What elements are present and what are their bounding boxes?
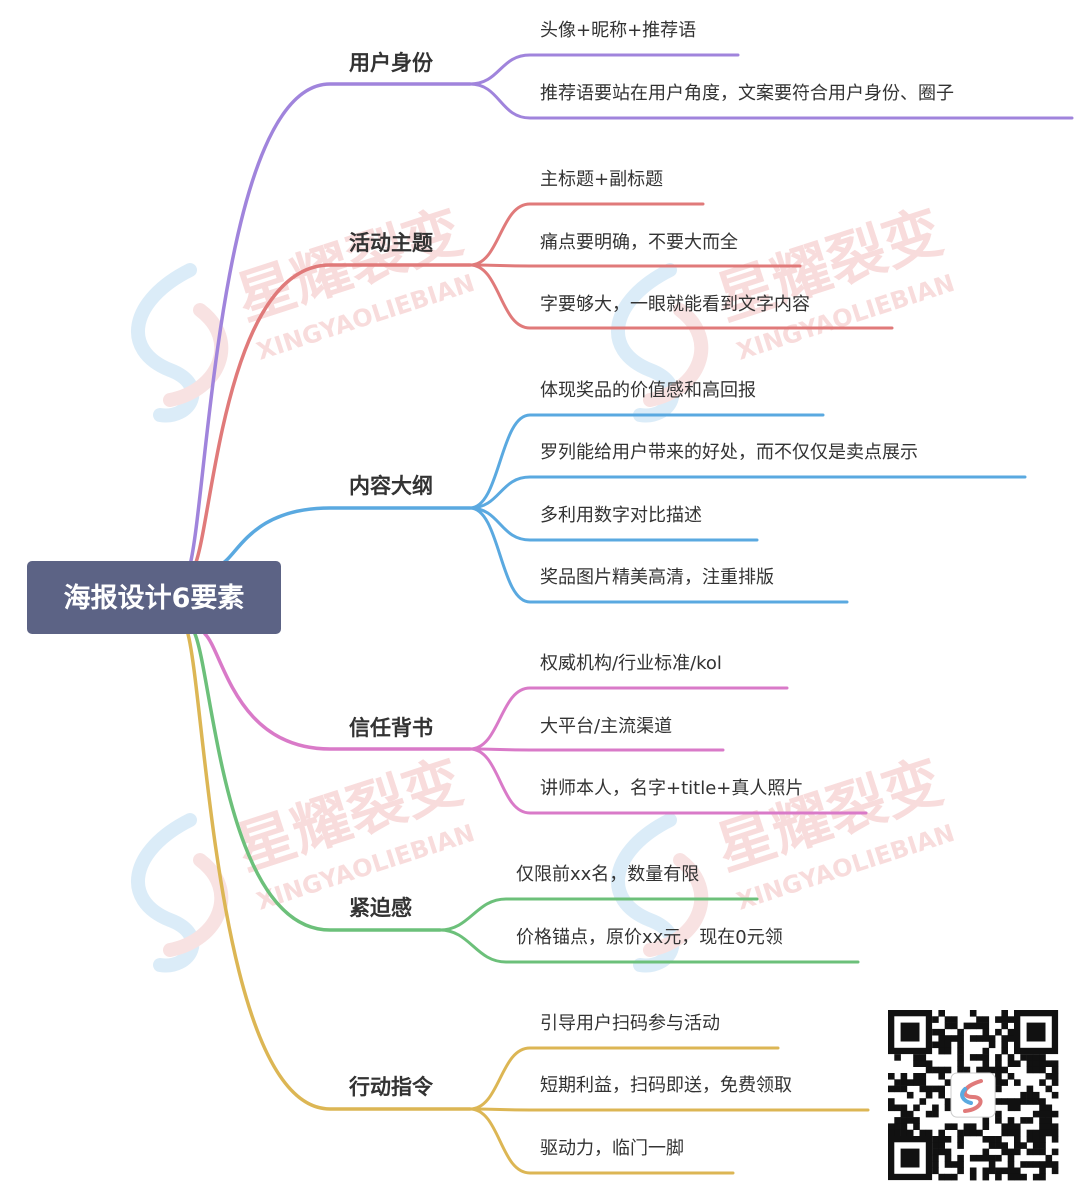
leaf-label: 驱动力，临门一脚 (540, 1138, 684, 1159)
branch-label: 紧迫感 (349, 896, 412, 920)
leaf-connector (468, 1107, 735, 1175)
leaf-label: 头像+昵称+推荐语 (540, 20, 696, 41)
branch-label: 活动主题 (349, 231, 434, 255)
leaf-connector (468, 1107, 870, 1112)
leaf-label: 推荐语要站在用户角度，文案要符合用户身份、圈子 (540, 83, 954, 104)
qr-code-icon (884, 1006, 1063, 1185)
leaf-connector (468, 202, 705, 267)
leaf-connector (468, 506, 759, 542)
leaf-label: 讲师本人，名字+title+真人照片 (540, 778, 803, 799)
leaf-connector (468, 506, 849, 604)
branch-connector (203, 632, 472, 751)
leaf-label: 价格锚点，原价xx元，现在0元领 (516, 927, 783, 948)
branch-connector (188, 82, 472, 567)
leaf-connector (468, 263, 894, 330)
branch-label: 用户身份 (349, 51, 434, 75)
leaf-connector (468, 747, 725, 752)
leaf-label: 多利用数字对比描述 (540, 505, 702, 526)
branch-content-outline: 内容大纲 体现奖品的价值感和高回报 罗列能给用户带来的好处，而不仅仅是卖点展示 … (349, 380, 918, 588)
leaf-label: 短期利益，扫码即送，免费领取 (540, 1075, 792, 1096)
leaf-label: 引导用户扫码参与活动 (540, 1013, 720, 1034)
root-node: 海报设计6要素 (27, 561, 281, 634)
leaf-connector (438, 928, 860, 964)
leaf-connector (468, 53, 740, 86)
leaf-connector (438, 897, 759, 932)
leaf-connector (468, 263, 802, 268)
leaf-label: 痛点要明确，不要大而全 (540, 232, 738, 253)
leaf-label: 仅限前xx名，数量有限 (516, 864, 699, 885)
leaf-label: 主标题+副标题 (540, 169, 663, 190)
leaf-connector (468, 1046, 780, 1111)
connector-layer (186, 53, 1074, 1175)
leaf-label: 字要够大，一眼就能看到文字内容 (540, 294, 810, 315)
branch-connector (193, 263, 472, 567)
leaf-label: 大平台/主流渠道 (540, 716, 672, 737)
leaf-connector (468, 747, 868, 815)
branch-connector (218, 506, 472, 567)
branch-label: 信任背书 (349, 716, 433, 740)
leaf-connector (468, 686, 789, 751)
branch-label: 内容大纲 (349, 474, 433, 498)
root-label: 海报设计6要素 (64, 583, 245, 614)
branch-user-identity: 用户身份 头像+昵称+推荐语 推荐语要站在用户角度，文案要符合用户身份、圈子 (349, 20, 954, 104)
leaf-label: 体现奖品的价值感和高回报 (540, 380, 756, 401)
branch-activity-theme: 活动主题 主标题+副标题 痛点要明确，不要大而全 字要够大，一眼就能看到文字内容 (349, 169, 810, 315)
leaf-connector (468, 82, 1074, 120)
branch-connector (193, 632, 442, 932)
leaf-label: 权威机构/行业标准/kol (540, 653, 722, 674)
branch-connector (186, 632, 472, 1111)
leaf-label: 奖品图片精美高清，注重排版 (540, 567, 774, 588)
branch-trust-endorsement: 信任背书 权威机构/行业标准/kol 大平台/主流渠道 讲师本人，名字+titl… (349, 653, 803, 799)
branch-urgency: 紧迫感 仅限前xx名，数量有限 价格锚点，原价xx元，现在0元领 (349, 864, 783, 948)
branch-label: 行动指令 (348, 1075, 434, 1099)
branch-call-to-action: 行动指令 引导用户扫码参与活动 短期利益，扫码即送，免费领取 驱动力，临门一脚 (348, 1013, 792, 1159)
leaf-connector (468, 413, 825, 510)
leaf-label: 罗列能给用户带来的好处，而不仅仅是卖点展示 (540, 442, 918, 463)
leaf-connector (468, 475, 1027, 510)
